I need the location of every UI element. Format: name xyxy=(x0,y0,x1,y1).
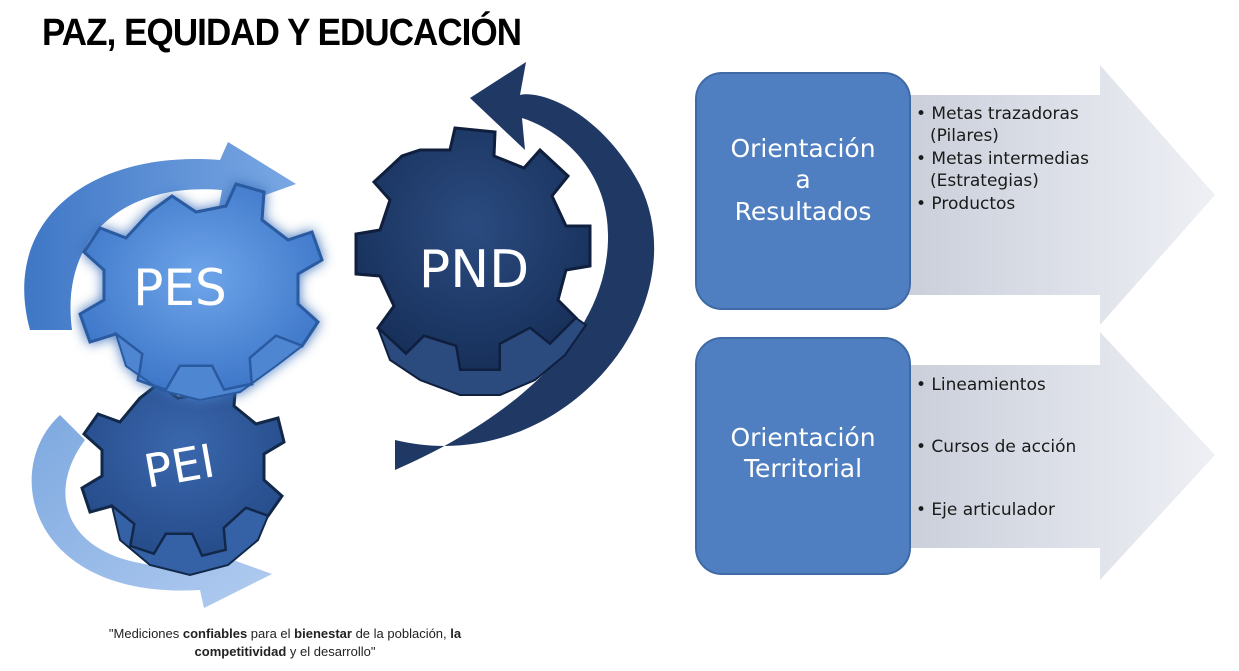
territorial-label-line: Orientación xyxy=(730,423,876,452)
caption-text: y el desarrollo" xyxy=(286,643,376,659)
caption-bold: competitividad xyxy=(194,643,287,659)
pnd-cycle-arrow xyxy=(395,62,655,470)
pei-gear xyxy=(80,372,286,577)
pei-gear-label: PEI xyxy=(140,433,219,498)
caption-bold: confiables xyxy=(182,626,248,641)
pnd-gear-label: PND xyxy=(419,240,529,300)
caption-bold: bienestar xyxy=(294,626,352,641)
territorial-box xyxy=(695,337,911,575)
bullet-item: • Productos xyxy=(916,193,1016,214)
bullet-item: • Cursos de acción xyxy=(916,437,1077,458)
bullet-item: • Metas trazadoras xyxy=(916,104,1079,124)
bullet-item: • Metas intermedias xyxy=(916,148,1090,169)
resultados-label-line: Resultados xyxy=(734,196,872,226)
pes-gear xyxy=(78,182,324,402)
bullet-item: (Pilares) xyxy=(930,126,999,147)
caption-text: para el xyxy=(247,626,295,641)
resultados-arrow xyxy=(880,65,1215,325)
pes-cycle-arrow xyxy=(24,142,297,330)
territorial-label-line: Territorial xyxy=(743,454,863,484)
resultados-label-line: Orientación xyxy=(730,134,876,163)
bullet-item: • Eje articulador xyxy=(916,499,1055,520)
territorial-bullets: • Lineamientos • Cursos de acción • Eje … xyxy=(916,374,1076,521)
resultados-label-line: a xyxy=(795,165,811,195)
caption-bold: la xyxy=(450,626,462,641)
resultados-box xyxy=(695,72,911,310)
bullet-item: (Estrategias) xyxy=(930,171,1039,192)
territorial-label: Orientación Territorial xyxy=(696,422,910,485)
page-title: PAZ, EQUIDAD Y EDUCACIÓN xyxy=(42,12,522,54)
caption-text: "Mediciones xyxy=(108,626,183,641)
footer-caption: "Mediciones confiables para el bienestar… xyxy=(40,625,530,660)
caption-text: de la población, xyxy=(351,626,451,641)
pnd-gear xyxy=(354,126,592,396)
resultados-bullets: • Metas trazadoras (Pilares) • Metas int… xyxy=(916,103,1089,215)
pes-gear-label: PES xyxy=(133,259,226,317)
territorial-arrow xyxy=(880,332,1215,580)
resultados-label: Orientación a Resultados xyxy=(696,133,910,227)
bullet-item: • Lineamientos xyxy=(916,375,1046,395)
